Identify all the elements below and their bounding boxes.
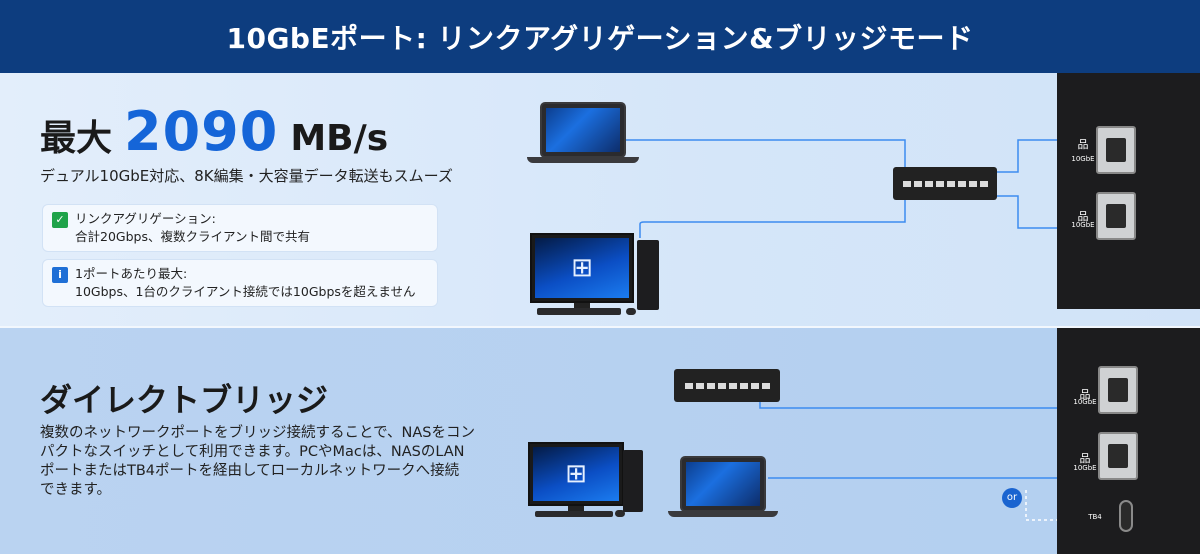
- network-icon: 品: [1077, 138, 1089, 151]
- wire-laptop-to-switch: [625, 139, 906, 172]
- monitor-2-stand: [568, 506, 584, 511]
- bridge-description: 複数のネットワークポートをブリッジ接続することで、NASをコン パクトなスイッチ…: [40, 424, 510, 500]
- port-label: 10GbE: [1071, 221, 1095, 229]
- headline-number: 2090: [124, 100, 279, 163]
- port-label: 10GbE: [1071, 155, 1095, 163]
- pc-tower-2: [623, 450, 643, 512]
- header-title: 10GbEポート: リンクアグリゲーション&ブリッジモード: [226, 21, 974, 55]
- network-switch-2: [674, 369, 780, 402]
- macbook-2-base: [668, 511, 778, 517]
- nas-device-1: [1057, 73, 1200, 309]
- headline-subtitle: デュアル10GbE対応、8K編集・大容量データ転送もスムーズ: [40, 167, 453, 185]
- headline-unit: MB/s: [290, 118, 389, 159]
- wire-switch-to-port2: [996, 195, 1092, 229]
- wire-switch-to-port1: [996, 139, 1092, 173]
- wire-switch2-to-port: [759, 394, 1090, 409]
- page-header: 10GbEポート: リンクアグリゲーション&ブリッジモード: [0, 0, 1200, 73]
- tb4-label: TB4: [1088, 513, 1102, 521]
- ethernet-port-2[interactable]: [1096, 192, 1136, 240]
- info-box-per-port-line1: 1ポートあたり最大:: [75, 266, 188, 281]
- port-label: 10GbE: [1073, 464, 1097, 472]
- pc-tower-1: [637, 240, 659, 310]
- network-icon: 品: [1077, 210, 1089, 223]
- mouse-1: [626, 308, 636, 315]
- keyboard-2: [535, 511, 613, 517]
- keyboard-1: [537, 308, 621, 315]
- port-label: 10GbE: [1073, 398, 1097, 406]
- monitor-1-stand: [574, 303, 590, 308]
- windows-logo-icon: ⊞: [571, 253, 593, 283]
- macbook-1-base: [527, 157, 639, 163]
- windows-logo-icon: ⊞: [565, 459, 587, 489]
- section-divider: [0, 326, 1200, 328]
- bridge-desc-line: パクトなスイッチとして利用できます。PCやMacは、NASのLAN: [40, 444, 465, 460]
- mouse-2: [615, 510, 625, 517]
- bridge-desc-line: できます。: [40, 482, 112, 498]
- ethernet-port-3[interactable]: [1098, 366, 1138, 414]
- bridge-desc-line: 複数のネットワークポートをブリッジ接続することで、NASをコン: [40, 425, 475, 441]
- speed-headline: 最大 2090 MB/s: [40, 100, 388, 163]
- thunderbolt-port[interactable]: [1119, 500, 1133, 532]
- info-box-aggregation: ✓ リンクアグリゲーション: 合計20Gbps、複数クライアント間で共有: [42, 204, 438, 252]
- bridge-title: ダイレクトブリッジ: [40, 381, 329, 419]
- info-box-per-port-line2: 10Gbps、1台のクライアント接続では10Gbpsを超えません: [75, 284, 416, 299]
- info-box-aggregation-line1: リンクアグリゲーション:: [75, 211, 216, 226]
- info-icon: i: [52, 267, 68, 283]
- macbook-2-screen: [680, 456, 766, 512]
- macbook-1-screen: [540, 102, 626, 158]
- bridge-desc-line: ポートまたはTB4ポートを経由してローカルネットワークへ接続: [40, 463, 460, 479]
- info-box-per-port: i 1ポートあたり最大: 10Gbps、1台のクライアント接続では10Gbpsを…: [42, 259, 438, 307]
- ethernet-port-4[interactable]: [1098, 432, 1138, 480]
- network-icon: 品: [1079, 452, 1091, 465]
- info-box-aggregation-line2: 合計20Gbps、複数クライアント間で共有: [75, 229, 310, 244]
- monitor-1: ⊞: [530, 233, 634, 303]
- check-icon: ✓: [52, 212, 68, 228]
- ethernet-port-1[interactable]: [1096, 126, 1136, 174]
- wire-pc-to-switch: [639, 196, 906, 238]
- headline-prefix: 最大: [40, 118, 113, 159]
- network-icon: 品: [1079, 388, 1091, 401]
- network-switch-1: [893, 167, 997, 200]
- monitor-2: ⊞: [528, 442, 624, 506]
- or-badge: or: [1002, 488, 1022, 508]
